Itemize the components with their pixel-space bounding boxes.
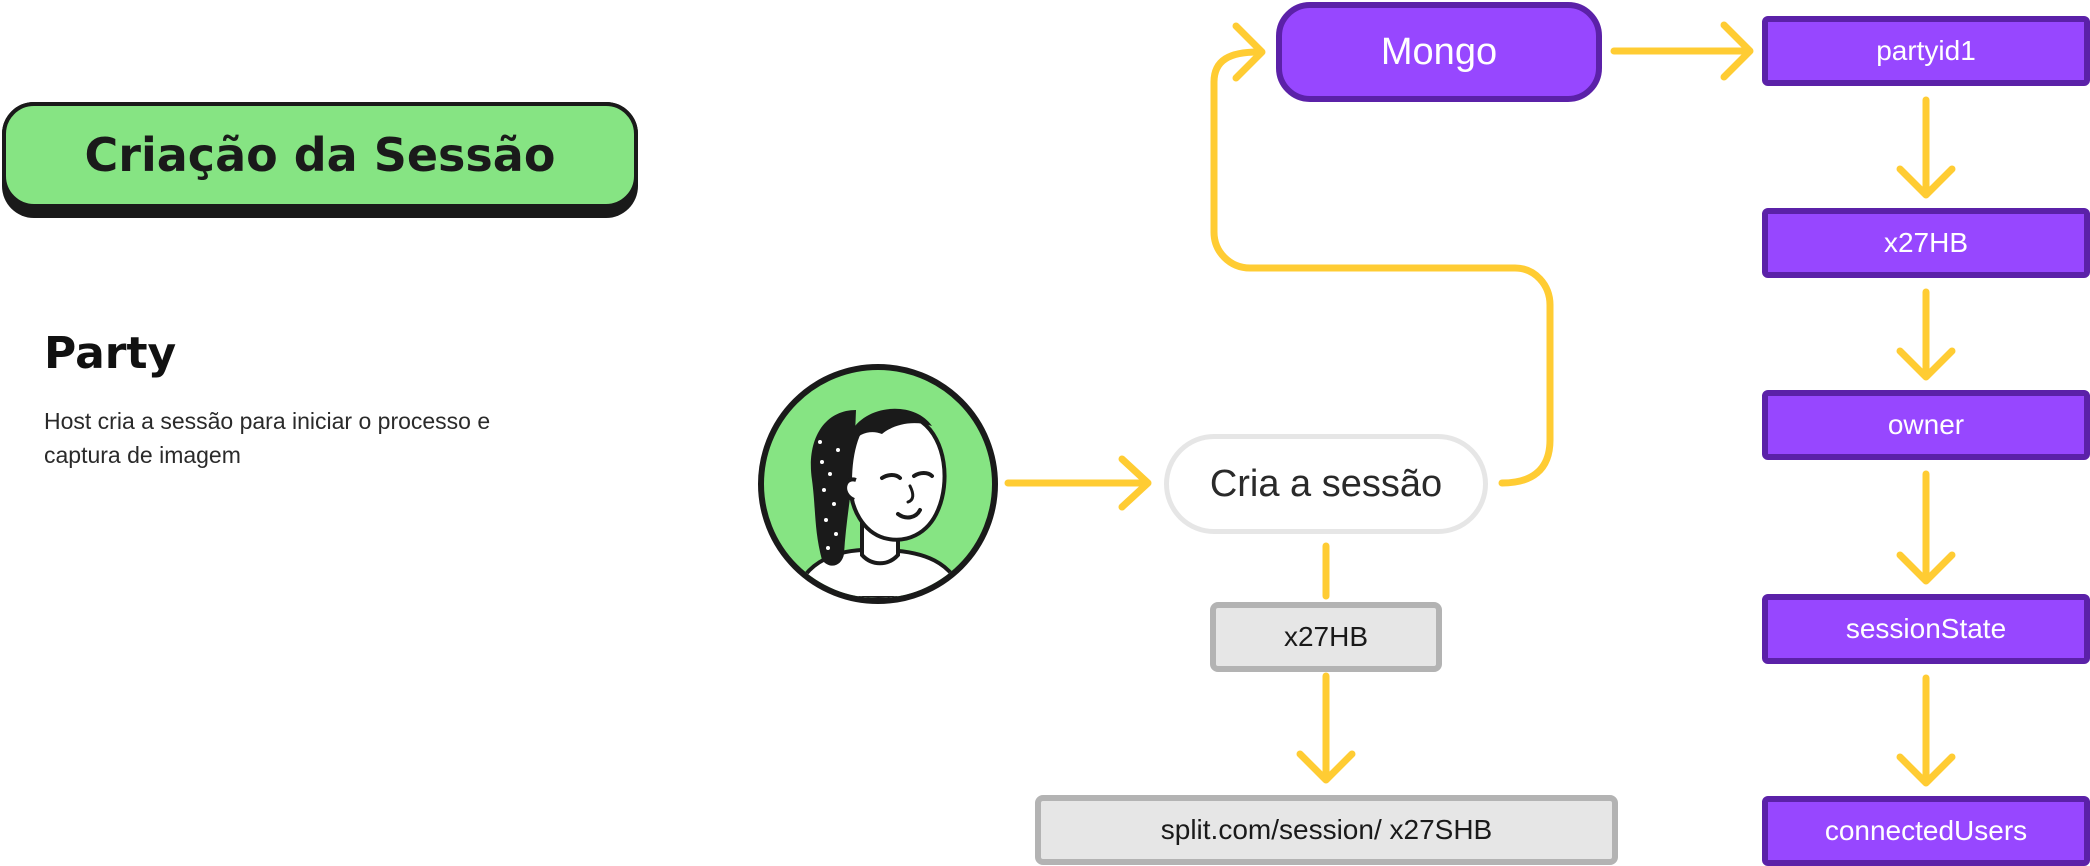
create-session-node: Cria a sessão [1164,434,1488,534]
host-avatar [758,364,998,604]
arrow-mongo-to-fields [1610,21,1754,81]
arrow-field-2 [1896,288,1956,381]
field-partyid: partyid1 [1762,16,2090,86]
mongo-database-node: Mongo [1276,2,1602,102]
page-title: Criação da Sessão [2,102,638,208]
field-session-code: x27HB [1762,208,2090,278]
session-code-box: x27HB [1210,602,1442,672]
arrow-field-1 [1896,96,1956,199]
arrow-code-to-url [1296,672,1356,784]
field-session-state: sessionState [1762,594,2090,664]
field-owner: owner [1762,390,2090,460]
party-description: Host cria a sessão para iniciar o proces… [44,408,491,468]
party-heading: Party [44,328,177,379]
arrow-field-4 [1896,674,1956,787]
field-connected-users: connectedUsers [1762,796,2090,866]
arrow-avatar-to-session [1004,455,1152,511]
avatar-illustration-icon [791,408,967,598]
arrow-field-3 [1896,470,1956,585]
session-url-box: split.com/session/ x27SHB [1035,795,1618,865]
